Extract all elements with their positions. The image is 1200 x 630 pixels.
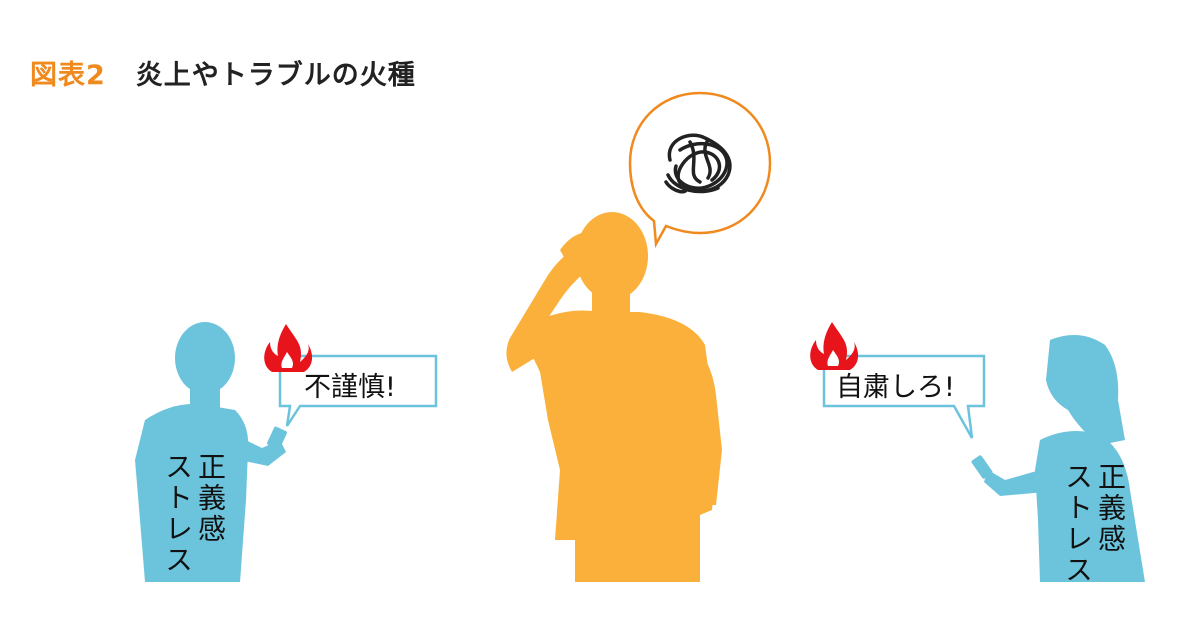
center-person-silhouette (506, 212, 722, 582)
left-fire-icon (264, 324, 313, 372)
right-label-stress: ストレス (1061, 462, 1094, 586)
thought-bubble (628, 91, 772, 249)
tangled-scribble-icon (664, 133, 732, 194)
left-label-justice: 正義感 (194, 452, 227, 545)
left-speech-bubble (278, 354, 438, 427)
right-fire-icon (810, 322, 859, 370)
left-person-silhouette (135, 322, 287, 582)
right-speech-text: 自粛しろ! (836, 372, 955, 403)
right-person-silhouette (971, 335, 1145, 582)
left-label-stress: ストレス (161, 452, 194, 576)
figure-caption: 炎上やトラブルの火種 (135, 59, 416, 91)
figure-label: 図表2 (30, 59, 106, 91)
right-speech-bubble (822, 354, 986, 439)
left-speech-text: 不謹慎! (304, 372, 396, 403)
right-label-justice: 正義感 (1094, 462, 1127, 555)
figure-title: 図表2 炎上やトラブルの火種 (30, 52, 416, 92)
